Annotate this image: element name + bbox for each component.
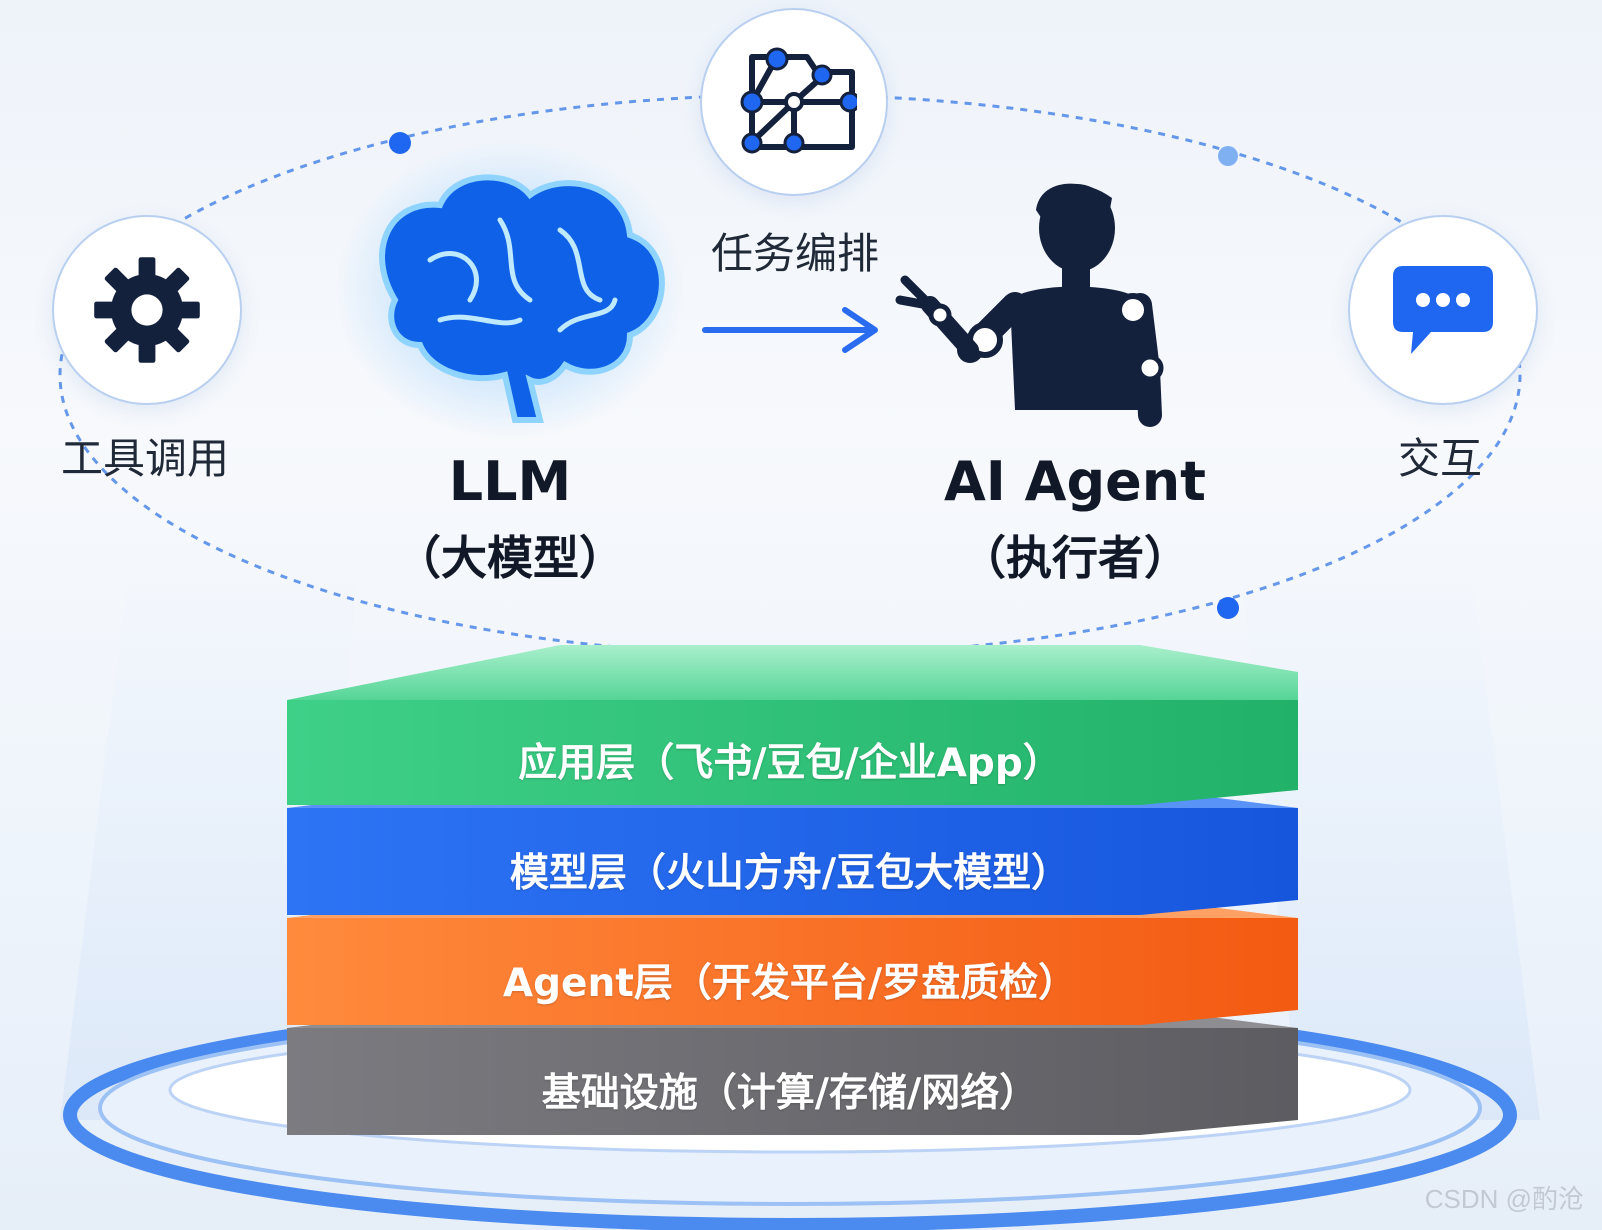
arrow-llm-to-agent [702, 307, 878, 353]
layer-model-label: 模型层（火山方舟/豆包大模型） [509, 851, 1071, 896]
brain-icon [335, 140, 685, 440]
layer-agent-label: Agent层（开发平台/罗盘质检） [502, 961, 1078, 1006]
agent-title: AI Agent [943, 450, 1206, 513]
watermark: CSDN @酌沧 [1424, 1184, 1584, 1214]
orchestration-label: 任务编排 [710, 229, 879, 278]
orbit-dot [389, 132, 411, 154]
tools-node [52, 215, 242, 405]
robot-person-icon [895, 183, 1164, 427]
llm-title: LLM [448, 450, 572, 513]
tools-label: 工具调用 [60, 434, 229, 483]
layer-infrastructure-label: 基础设施（计算/存储/网络） [541, 1071, 1039, 1116]
llm-subtitle: （大模型） [395, 531, 625, 585]
layer-application-label: 应用层（飞书/豆包/企业App） [518, 741, 1062, 786]
interaction-node [1348, 215, 1538, 405]
gear-icon [94, 257, 200, 363]
layer-stack [287, 645, 1298, 1135]
workflow-icon [740, 47, 857, 154]
orbit-dot [1218, 146, 1238, 166]
agent-subtitle: （执行者） [960, 531, 1190, 585]
orchestration-node [700, 8, 888, 196]
orbit-dot [1217, 597, 1239, 619]
chat-icon [1393, 266, 1493, 354]
orbit-ring [58, 93, 1522, 657]
interaction-label: 交互 [1397, 434, 1482, 483]
